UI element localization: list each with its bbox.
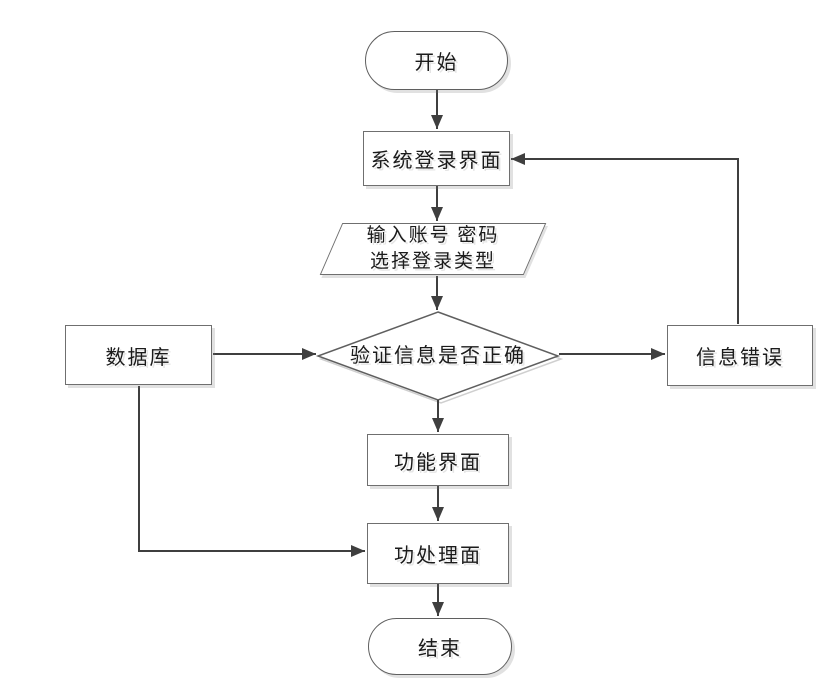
node-function-label: 功能界面 <box>394 451 482 474</box>
node-login-label: 系统登录界面 <box>370 150 503 172</box>
node-database-label: 数据库 <box>105 346 172 369</box>
node-start-label: 开始 <box>414 52 459 74</box>
node-function: 功能界面 <box>367 434 509 486</box>
node-error-label: 信息错误 <box>696 347 784 369</box>
decision-diamond <box>315 311 561 401</box>
node-process: 功处理面 <box>367 523 509 584</box>
node-process-label: 功处理面 <box>394 545 482 567</box>
node-input-io-shape <box>319 223 547 275</box>
node-start: 开始 <box>365 31 508 90</box>
node-error: 信息错误 <box>667 325 813 386</box>
node-login: 系统登录界面 <box>363 131 510 186</box>
node-end-label: 结束 <box>418 638 462 660</box>
node-end: 结束 <box>368 618 512 675</box>
edge-error-to-login <box>511 153 739 324</box>
node-database: 数据库 <box>65 325 212 385</box>
edge-database-to-process <box>138 386 365 557</box>
